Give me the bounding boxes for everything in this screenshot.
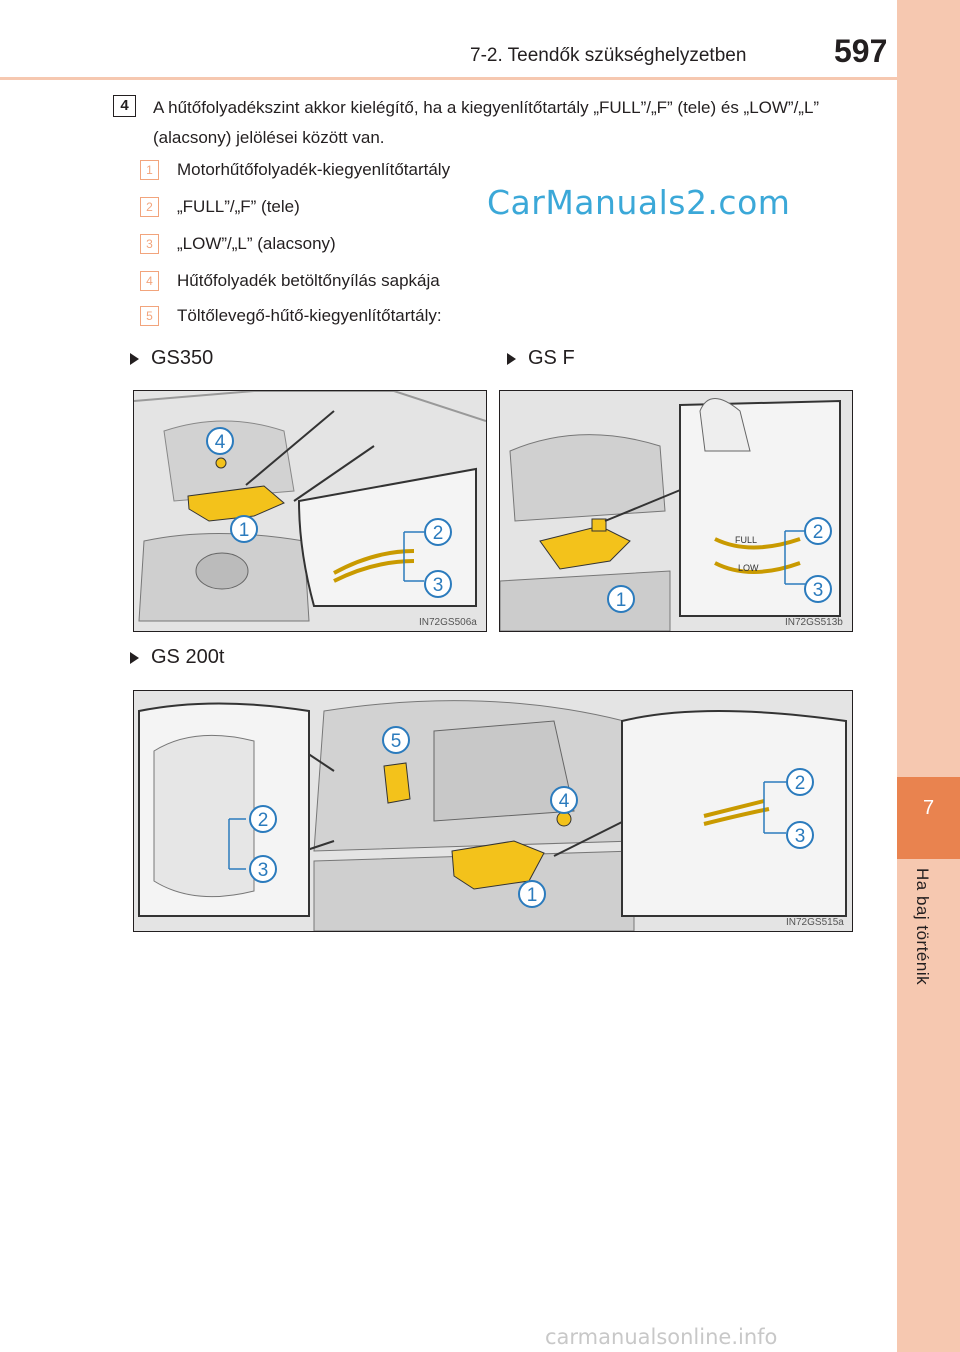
triangle-bullet-icon <box>507 352 516 365</box>
step-text: A hűtőfolyadékszint akkor kielégítő, ha … <box>153 98 820 147</box>
header-rule <box>0 77 897 80</box>
svg-text:5: 5 <box>391 731 402 752</box>
intercooler-tank-highlight <box>383 762 411 804</box>
callout-1: 1 <box>518 880 546 908</box>
callout-2: 2 <box>424 518 452 546</box>
callout-1: 1 <box>230 515 258 543</box>
full-mark-label: FULL <box>735 535 757 545</box>
callout-4: 4 <box>550 786 578 814</box>
section-title: 7-2. Teendők szükséghelyzetben <box>470 45 747 66</box>
callout-3: 3 <box>249 855 277 883</box>
legend-label: Töltőlevegő-hűtő-kiegyenlítőtartály: <box>177 306 442 325</box>
section-heading-gsf: GS F <box>507 347 575 370</box>
section-heading-gs200t: GS 200t <box>130 646 224 669</box>
callout-3: 3 <box>424 570 452 598</box>
figure-gsf: FULL LOW 1 2 3 IN72GS513b <box>499 390 853 632</box>
callout-2: 2 <box>804 517 832 545</box>
section-heading-label: GS F <box>528 347 575 369</box>
footer-watermark: carmanualsonline.info <box>545 1325 778 1349</box>
callout-4: 4 <box>206 427 234 455</box>
section-heading-label: GS 200t <box>151 646 225 668</box>
legend-label: „LOW”/„L” (alacsony) <box>177 234 336 253</box>
section-heading-gs350: GS350 <box>130 347 213 370</box>
callout-3: 3 <box>786 821 814 849</box>
legend-label: „FULL”/„F” (tele) <box>177 197 300 216</box>
svg-text:4: 4 <box>559 791 570 812</box>
chapter-number: 7 <box>922 797 935 819</box>
figure-gs200t: 2 3 5 4 1 2 3 IN72GS515a <box>133 690 853 932</box>
svg-text:3: 3 <box>258 860 269 881</box>
legend-label: Motorhűtőfolyadék-kiegyenlítőtartály <box>177 160 451 179</box>
legend-number: 5 <box>140 306 159 326</box>
chapter-title: Ha baj történik <box>913 868 932 986</box>
reservoir-tank-highlight <box>539 525 631 570</box>
svg-text:1: 1 <box>527 885 538 906</box>
legend-label: Hűtőfolyadék betöltőnyílás sapkája <box>177 271 440 290</box>
figure-code: IN72GS506a <box>419 617 477 628</box>
figure-gs350: 4 1 2 3 IN72GS506a <box>133 390 487 632</box>
svg-text:3: 3 <box>813 580 824 601</box>
page-number: 597 <box>834 33 888 69</box>
filler-cap-highlight <box>556 811 572 827</box>
svg-text:1: 1 <box>616 590 627 611</box>
filler-cap-highlight <box>215 457 227 469</box>
callout-2: 2 <box>786 768 814 796</box>
chapter-tab-active[interactable] <box>897 777 960 859</box>
side-tab <box>897 0 960 1352</box>
svg-text:2: 2 <box>813 522 824 543</box>
callout-3: 3 <box>804 575 832 603</box>
legend-number: 1 <box>140 160 159 180</box>
svg-text:2: 2 <box>795 773 806 794</box>
triangle-bullet-icon <box>130 352 139 365</box>
figure-code: IN72GS515a <box>786 917 844 928</box>
legend-number: 4 <box>140 271 159 291</box>
reservoir-tank-highlight <box>187 485 285 522</box>
svg-text:2: 2 <box>433 523 444 544</box>
svg-text:1: 1 <box>239 520 250 541</box>
callout-2: 2 <box>249 805 277 833</box>
svg-text:3: 3 <box>433 575 444 596</box>
callout-5: 5 <box>382 726 410 754</box>
legend-number: 2 <box>140 197 159 217</box>
watermark-text: CarManuals2.com <box>487 183 791 222</box>
svg-text:2: 2 <box>258 810 269 831</box>
legend-number: 3 <box>140 234 159 254</box>
figure-code: IN72GS513b <box>785 617 843 628</box>
section-heading-label: GS350 <box>151 347 214 369</box>
step-number-box: 4 <box>113 95 136 117</box>
svg-text:4: 4 <box>215 432 226 453</box>
triangle-bullet-icon <box>130 651 139 664</box>
svg-text:3: 3 <box>795 826 806 847</box>
low-mark-label: LOW <box>738 563 759 573</box>
callout-1: 1 <box>607 585 635 613</box>
